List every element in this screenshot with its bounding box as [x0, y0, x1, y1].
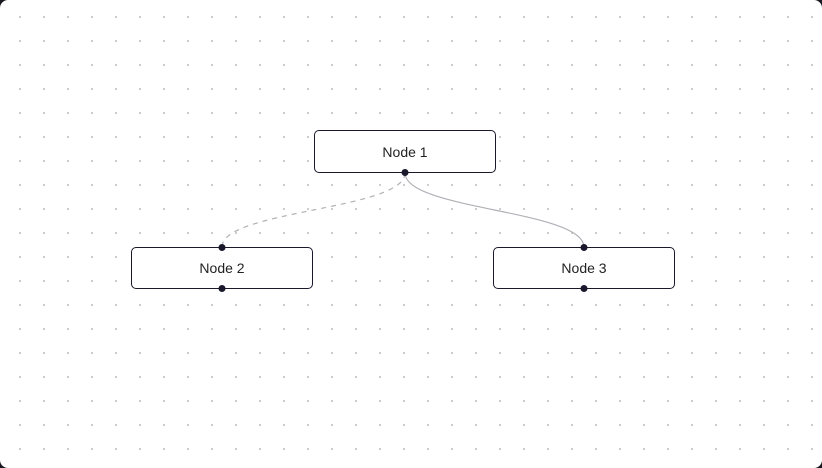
edge-node1-node3[interactable] [404, 172, 585, 248]
node-3-source-handle[interactable] [580, 285, 588, 292]
node-2[interactable]: Node 2 [131, 244, 313, 292]
node-1[interactable]: Node 1 [314, 130, 496, 176]
node-3-target-handle[interactable] [580, 244, 588, 251]
node-3[interactable]: Node 3 [493, 244, 675, 292]
node-2-source-handle[interactable] [218, 285, 226, 292]
node-2-target-handle[interactable] [218, 244, 226, 251]
node-1-source-handle[interactable] [401, 169, 409, 176]
node-1-label: Node 1 [382, 143, 428, 160]
node-3-label: Node 3 [561, 260, 607, 276]
node-2-label: Node 2 [199, 260, 245, 276]
edge-node1-node2[interactable] [221, 172, 406, 248]
